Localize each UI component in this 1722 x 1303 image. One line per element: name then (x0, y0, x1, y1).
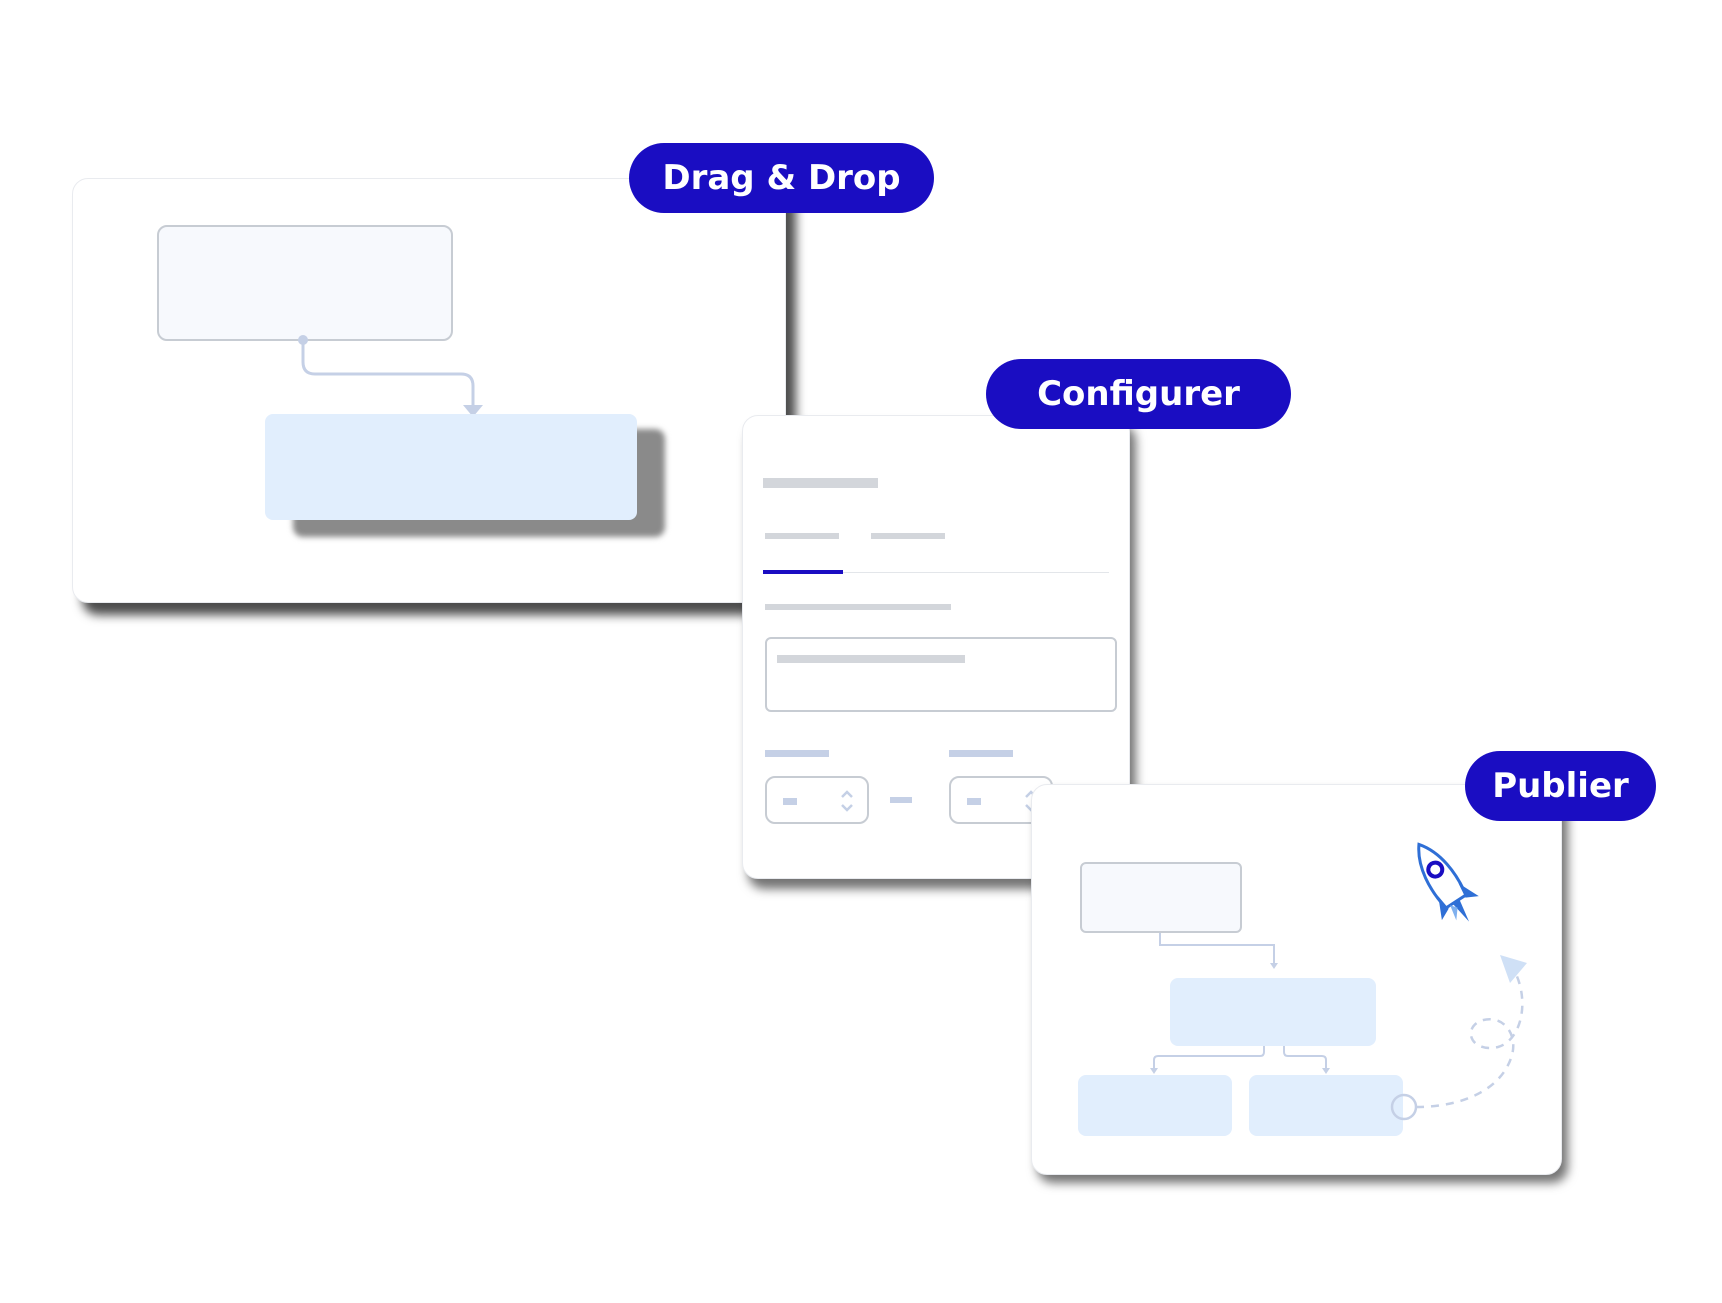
tab-general[interactable] (765, 533, 839, 539)
publish-preview-card (1031, 784, 1562, 1175)
step-badge-publier: Publier (1465, 751, 1656, 821)
connector-arrow (298, 335, 483, 417)
flow-middle-node (1170, 978, 1376, 1046)
tab-advanced[interactable] (871, 533, 945, 539)
input-placeholder-text (777, 655, 965, 663)
range-separator (890, 797, 912, 803)
flow-connectors (1150, 933, 1330, 1074)
source-node[interactable] (157, 225, 453, 341)
step-badge-configurer: Configurer (986, 359, 1291, 429)
field-label-placeholder (765, 604, 951, 610)
flow-root-node (1080, 862, 1242, 933)
drag-drop-canvas-card (72, 178, 786, 603)
text-input-field[interactable] (765, 637, 1117, 712)
rocket-icon (1417, 842, 1479, 922)
stepper-value-placeholder (967, 798, 981, 805)
tabs-divider (843, 572, 1109, 573)
active-tab-indicator (763, 570, 843, 574)
flow-right-node (1249, 1075, 1403, 1136)
dragged-node[interactable] (265, 414, 637, 520)
stepper-arrows-icon[interactable] (839, 788, 855, 814)
min-label-placeholder (765, 750, 829, 757)
launch-path (1390, 955, 1527, 1121)
flow-left-node (1078, 1075, 1232, 1136)
panel-title-placeholder (763, 478, 878, 488)
step-badge-drag-drop: Drag & Drop (629, 143, 934, 213)
stepper-value-placeholder (783, 798, 797, 805)
min-number-stepper[interactable] (765, 776, 869, 824)
max-label-placeholder (949, 750, 1013, 757)
